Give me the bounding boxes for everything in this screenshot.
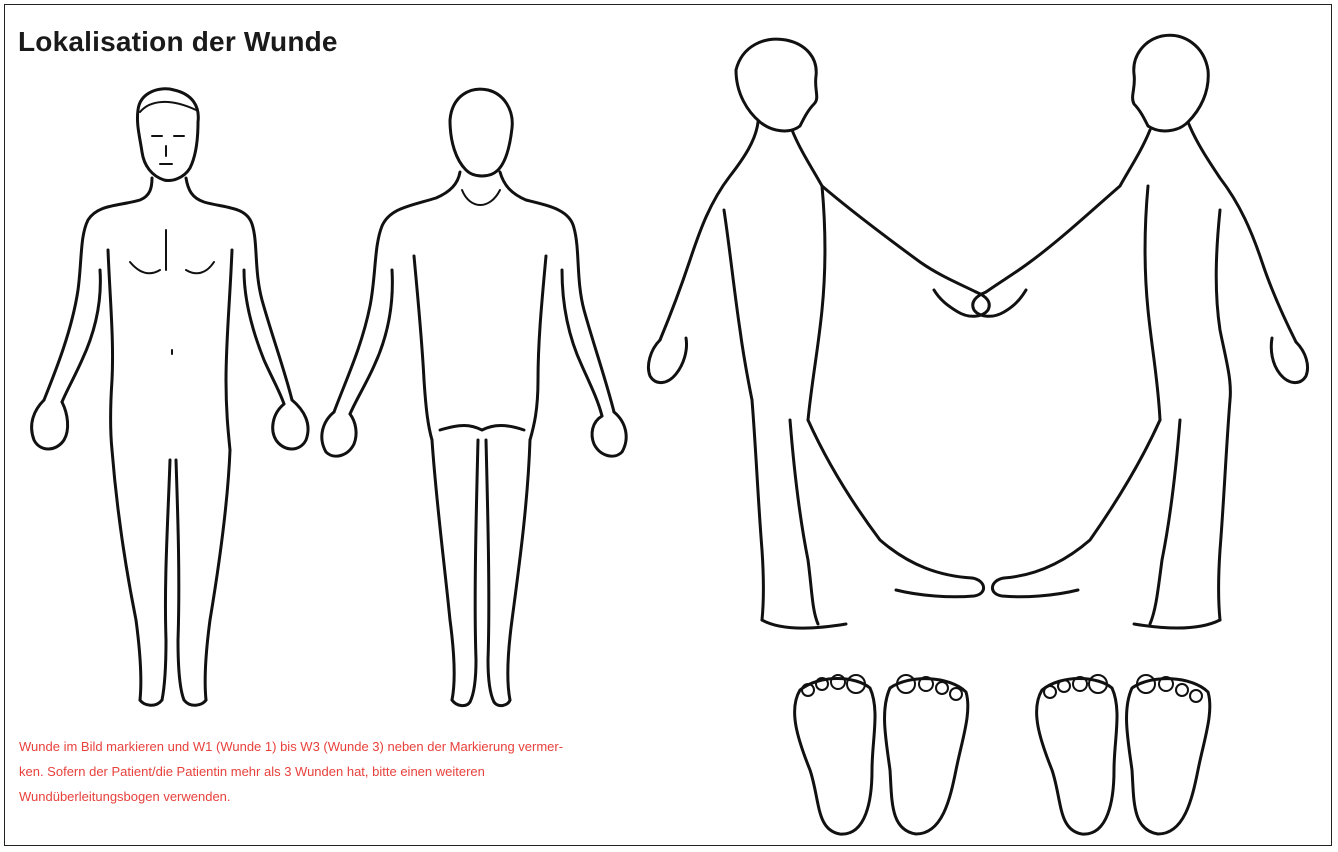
foot-soles-pair-right[interactable] xyxy=(1037,675,1210,834)
foot-soles-pair-left[interactable] xyxy=(795,675,968,834)
instruction-text: Wunde im Bild markieren und W1 (Wunde 1)… xyxy=(19,734,759,809)
instruction-line-2: ken. Sofern der Patient/die Patientin me… xyxy=(19,759,759,784)
body-right-side-view[interactable] xyxy=(648,39,989,628)
body-back-view[interactable] xyxy=(322,89,626,705)
instruction-line-1: Wunde im Bild markieren und W1 (Wunde 1)… xyxy=(19,734,759,759)
instruction-line-3: Wundüberleitungsbogen verwenden. xyxy=(19,784,759,809)
body-front-view[interactable] xyxy=(32,89,308,705)
body-left-side-view[interactable] xyxy=(973,35,1308,628)
